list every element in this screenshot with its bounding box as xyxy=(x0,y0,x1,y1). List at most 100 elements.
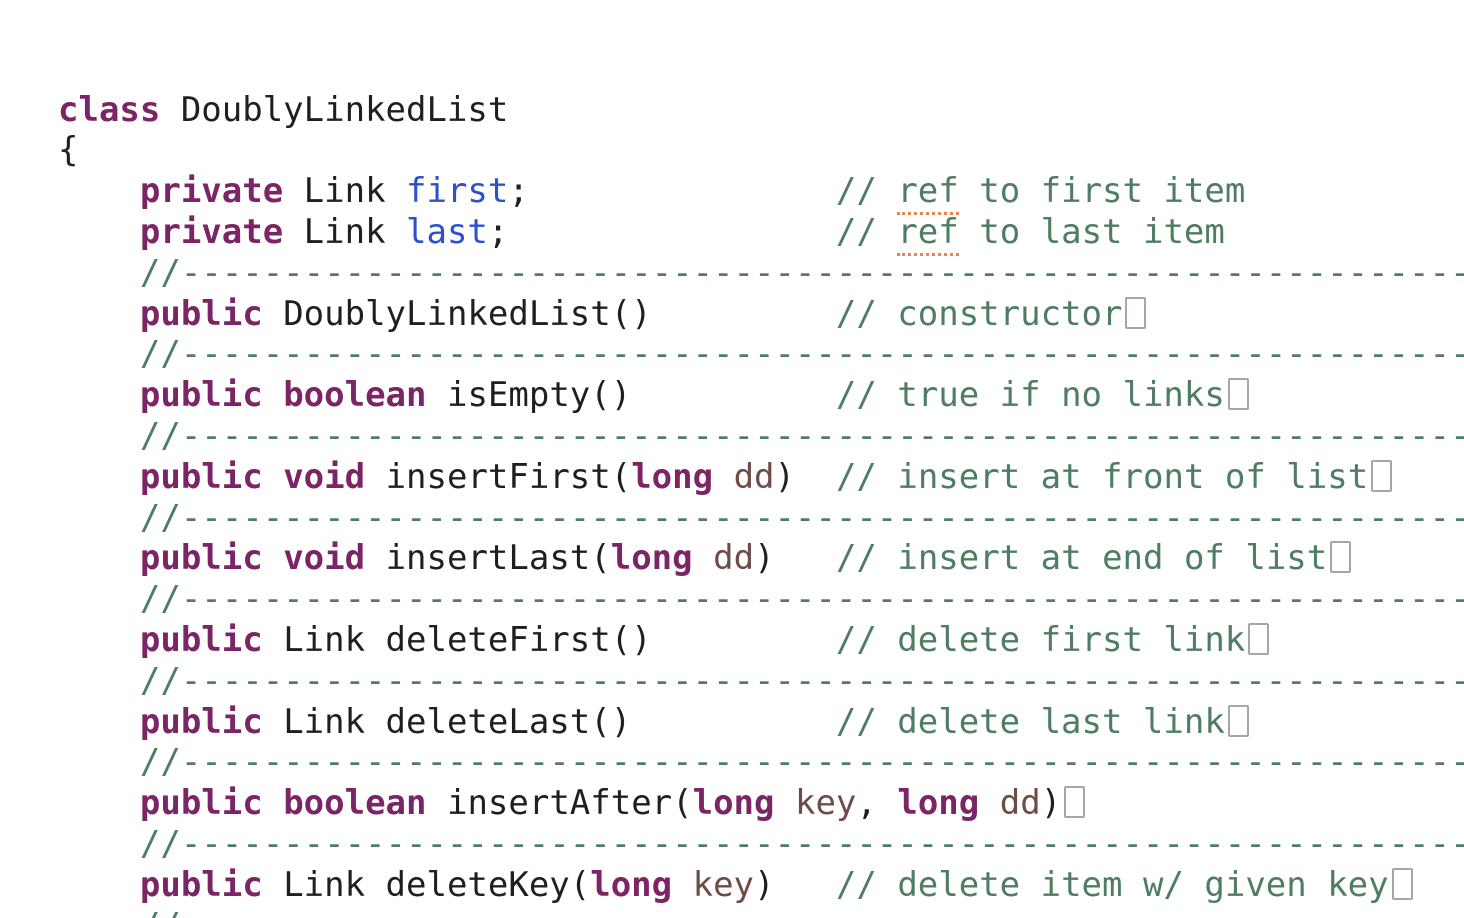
code-segment-keyword: public xyxy=(139,456,263,497)
code-line: private Link first; // ref to first item xyxy=(58,171,1464,216)
code-segment-comment: //--------------------------------------… xyxy=(58,334,1464,375)
code-segment-keyword: void xyxy=(283,456,366,497)
code-segment-comment: // true if no links xyxy=(631,375,1225,416)
code-line: public void insertLast(long dd) // inser… xyxy=(58,538,1464,579)
code-area: class DoublyLinkedList{ private Link fir… xyxy=(58,90,1464,918)
missing-glyph-box-icon xyxy=(1227,704,1249,737)
code-segment-plain: ) xyxy=(1040,783,1062,824)
code-segment-param: dd xyxy=(733,456,775,497)
code-segment-keyword: long xyxy=(610,538,693,579)
code-segment-plain: insertLast( xyxy=(365,538,611,579)
code-line: //--------------------------------------… xyxy=(58,824,1464,865)
missing-glyph-box-icon xyxy=(1227,378,1249,411)
code-line: public boolean isEmpty() // true if no l… xyxy=(58,375,1464,416)
code-segment-plain xyxy=(263,457,283,497)
code-segment-plain xyxy=(775,783,795,823)
code-segment-plain xyxy=(58,783,140,823)
code-segment-keyword: public xyxy=(139,864,263,905)
code-line: public void insertFirst(long dd) // inse… xyxy=(58,457,1464,498)
code-segment-keyword: long xyxy=(590,864,673,905)
code-segment-keyword: long xyxy=(692,783,775,824)
code-segment-plain: DoublyLinkedList() xyxy=(262,293,652,334)
missing-glyph-box-icon xyxy=(1064,786,1086,819)
code-segment-field: last xyxy=(406,211,488,252)
code-segment-keyword: public xyxy=(139,701,263,742)
code-segment-keyword: public xyxy=(139,375,263,416)
code-segment-plain xyxy=(58,212,140,252)
code-segment-comment: //--------------------------------------… xyxy=(58,906,1464,918)
code-segment-comment: //--------------------------------------… xyxy=(58,415,1464,456)
missing-glyph-box-icon xyxy=(1330,541,1352,574)
code-line: { xyxy=(58,130,1464,171)
code-segment-keyword: boolean xyxy=(283,783,427,824)
code-segment-comment: // insert at front of list xyxy=(795,456,1369,497)
code-segment-keyword: long xyxy=(897,783,980,824)
code-segment-plain: ) xyxy=(754,538,775,579)
code-line: class DoublyLinkedList xyxy=(58,90,1464,131)
code-line: public Link deleteKey(long key) // delet… xyxy=(58,865,1464,906)
code-segment-keyword: private xyxy=(139,211,284,252)
code-segment-keyword: class xyxy=(58,89,161,130)
code-segment-plain xyxy=(693,538,713,578)
code-segment-comment: // xyxy=(528,171,898,212)
code-segment-keyword: public xyxy=(139,783,263,824)
code-segment-comment: //--------------------------------------… xyxy=(58,579,1464,620)
code-segment-plain: Link xyxy=(283,171,407,212)
code-segment-plain: insertFirst( xyxy=(365,456,632,497)
code-segment-plain xyxy=(979,783,999,823)
code-line: //--------------------------------------… xyxy=(58,742,1464,783)
code-segment-plain xyxy=(58,294,140,334)
code-segment-plain xyxy=(263,783,283,823)
code-segment-plain: , xyxy=(856,783,898,824)
code-line: //--------------------------------------… xyxy=(58,498,1464,539)
missing-glyph-box-icon xyxy=(1371,459,1393,492)
code-segment-plain xyxy=(58,702,140,742)
code-line: //--------------------------------------… xyxy=(58,579,1464,620)
code-segment-comment: // delete first link xyxy=(651,619,1246,660)
code-segment-comment: // delete item w/ given key xyxy=(774,864,1389,905)
missing-glyph-box-icon xyxy=(1248,622,1270,655)
code-segment-keyword: void xyxy=(283,538,366,579)
code-segment-plain: Link deleteFirst() xyxy=(262,619,652,660)
code-segment-keyword: long xyxy=(631,456,714,497)
code-segment-plain xyxy=(713,457,733,497)
code-segment-plain: ; xyxy=(487,211,509,252)
code-segment-plain: Link deleteLast() xyxy=(262,701,632,742)
code-segment-plain xyxy=(263,538,283,578)
code-segment-keyword: public xyxy=(139,293,263,334)
code-segment-field: first xyxy=(406,171,509,212)
code-segment-keyword: private xyxy=(139,171,284,212)
code-line: public DoublyLinkedList() // constructor xyxy=(58,294,1464,335)
code-segment-comment: to first item xyxy=(958,171,1246,212)
code-line: private Link last; // ref to last item xyxy=(58,211,1464,256)
code-segment-comment: //--------------------------------------… xyxy=(58,742,1464,783)
code-segment-plain: Link deleteKey( xyxy=(262,864,591,905)
code-line: public boolean insertAfter(long key, lon… xyxy=(58,783,1464,824)
missing-glyph-box-icon xyxy=(1125,296,1147,329)
code-segment-param: dd xyxy=(713,538,755,579)
code-segment-plain: isEmpty() xyxy=(426,375,632,416)
code-segment-keyword: public xyxy=(139,619,263,660)
code-segment-plain xyxy=(58,171,140,211)
code-segment-plain: { xyxy=(58,130,79,171)
code-line: //--------------------------------------… xyxy=(58,906,1464,918)
code-segment-plain xyxy=(672,865,692,905)
code-segment-plain xyxy=(58,620,140,660)
missing-glyph-box-icon xyxy=(1391,867,1413,900)
code-segment-plain: Link xyxy=(283,211,407,252)
code-line: //--------------------------------------… xyxy=(58,661,1464,702)
code-segment-comment: // delete last link xyxy=(631,701,1225,742)
code-segment-keyword: public xyxy=(139,538,263,579)
code-segment-plain: ; xyxy=(508,171,529,212)
code-segment-comment: // constructor xyxy=(651,293,1123,334)
code-line: //--------------------------------------… xyxy=(58,334,1464,375)
code-segment-param: dd xyxy=(999,783,1041,824)
code-segment-plain: ) xyxy=(774,456,796,497)
code-segment-param: key xyxy=(794,783,857,824)
code-segment-comment: //--------------------------------------… xyxy=(58,252,1464,293)
code-segment-param: key xyxy=(692,864,755,905)
code-segment-miss: ref xyxy=(897,211,959,256)
code-segment-comment: //--------------------------------------… xyxy=(58,823,1464,864)
code-segment-comment: // insert at end of list xyxy=(774,538,1328,579)
